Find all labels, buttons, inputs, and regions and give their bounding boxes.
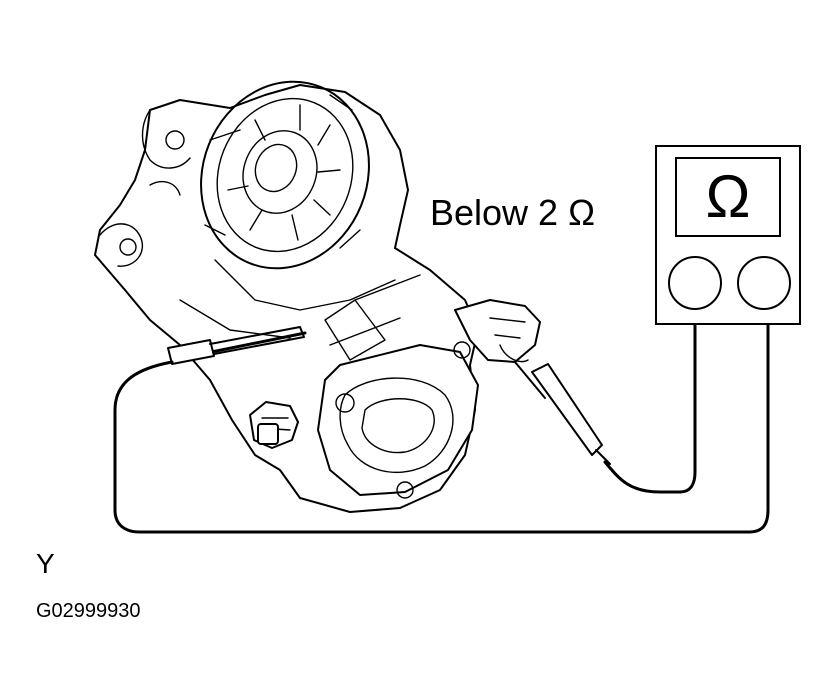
ohm-symbol: Ω: [705, 163, 751, 230]
starter-motor: [94, 80, 541, 513]
test-lead-wire-right: [603, 303, 697, 494]
ohmmeter-display: [675, 157, 781, 237]
ohmmeter: [655, 145, 801, 325]
tester-probe-left: [167, 326, 307, 365]
figure-code-label: G02999930: [36, 600, 141, 622]
resistance-reading-label: Below 2 Ω: [430, 192, 595, 233]
tester-probe-right: [514, 361, 611, 465]
view-letter-label: Y: [36, 548, 55, 579]
test-lead-wire-left: [113, 303, 770, 534]
ohmmeter-terminal-left: [668, 256, 722, 310]
ohmmeter-terminal-right: [737, 256, 791, 310]
